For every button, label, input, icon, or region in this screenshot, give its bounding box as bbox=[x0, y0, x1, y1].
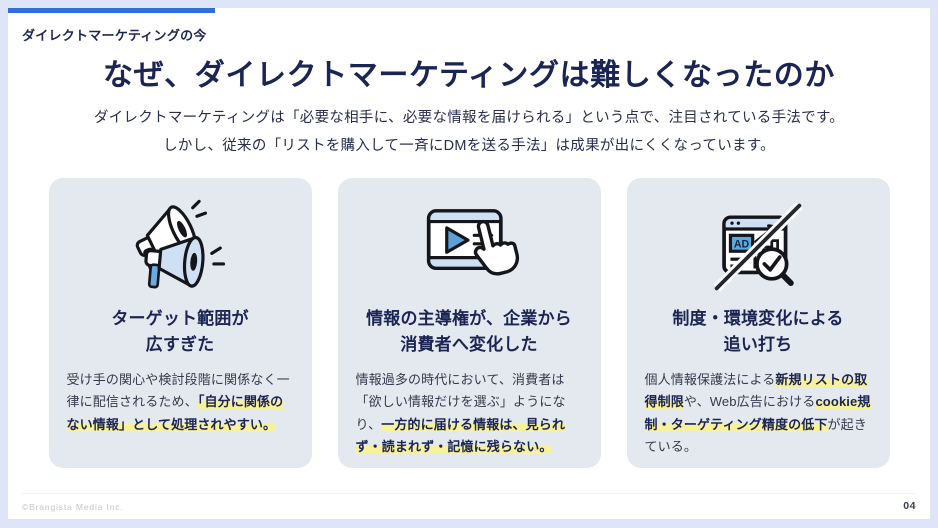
card-title: ターゲット範囲が 広すぎた bbox=[111, 309, 249, 354]
cards-row: ターゲット範囲が 広すぎた 受け手の関心や検討段階に関係なく一律に配信されるため… bbox=[8, 178, 930, 468]
card-body: 個人情報保護法による新規リストの取得制限や、Web広告におけるcookie規制・… bbox=[644, 369, 872, 458]
card-target-scope: ターゲット範囲が 広すぎた 受け手の関心や検討段階に関係なく一律に配信されるため… bbox=[48, 178, 312, 468]
card-body: 受け手の関心や検討段階に関係なく一律に配信されるため、「自分に関係のない情報」と… bbox=[66, 369, 294, 436]
body-text: 個人情報保護法による bbox=[644, 372, 776, 387]
body-text: や、Web広告における bbox=[683, 394, 816, 410]
accent-bar bbox=[8, 8, 215, 13]
body-text: 受け手の関心や検討段階に関係なく一律に配信されるため、 bbox=[66, 372, 290, 410]
eyebrow-label: ダイレクトマーケティングの今 bbox=[22, 28, 207, 43]
highlighted-text: 一方的に届ける情報は、見られず・読まれず・記憶に残らない。 bbox=[355, 416, 566, 455]
card-regulation: AD bbox=[626, 178, 890, 468]
card-body: 情報過多の時代において、消費者は「欲しい情報だけを選ぶ」ようになり、一方的に届け… bbox=[355, 369, 583, 458]
blocked-ad-icon: AD bbox=[645, 190, 872, 304]
megaphones-icon bbox=[67, 190, 294, 304]
page-number: 04 bbox=[903, 500, 916, 512]
slide-subtitle: ダイレクトマーケティングは「必要な相手に、必要な情報を届けられる」という点で、注… bbox=[8, 104, 930, 161]
page-title: なぜ、ダイレクトマーケティングは難しくなったのか bbox=[103, 59, 835, 92]
subtitle-line-1: ダイレクトマーケティングは「必要な相手に、必要な情報を届けられる」という点で、注… bbox=[93, 110, 845, 126]
copyright-text: ©Brangista Media Inc. bbox=[22, 502, 124, 512]
slide: ダイレクトマーケティングの今 なぜ、ダイレクトマーケティングは難しくなったのか … bbox=[8, 8, 930, 519]
subtitle-line-2: しかし、従来の「リストを購入して一斉にDMを送る手法」は成果が出にくくなっていま… bbox=[163, 138, 775, 155]
card-title: 制度・環境変化による 追い打ち bbox=[672, 309, 844, 354]
video-player-click-icon bbox=[356, 190, 583, 304]
card-information-shift: 情報の主導権が、企業から 消費者へ変化した 情報過多の時代において、消費者は「欲… bbox=[337, 178, 601, 468]
card-title: 情報の主導権が、企業から 消費者へ変化した bbox=[366, 309, 572, 354]
svg-text:AD: AD bbox=[734, 239, 750, 251]
body-text: 情報過多の時代において、消費者は「欲しい情報だけを選ぶ」ようになり、 bbox=[355, 372, 566, 432]
body-text: が起きている。 bbox=[644, 416, 867, 455]
footer: ©Brangista Media Inc. 04 bbox=[22, 493, 916, 512]
